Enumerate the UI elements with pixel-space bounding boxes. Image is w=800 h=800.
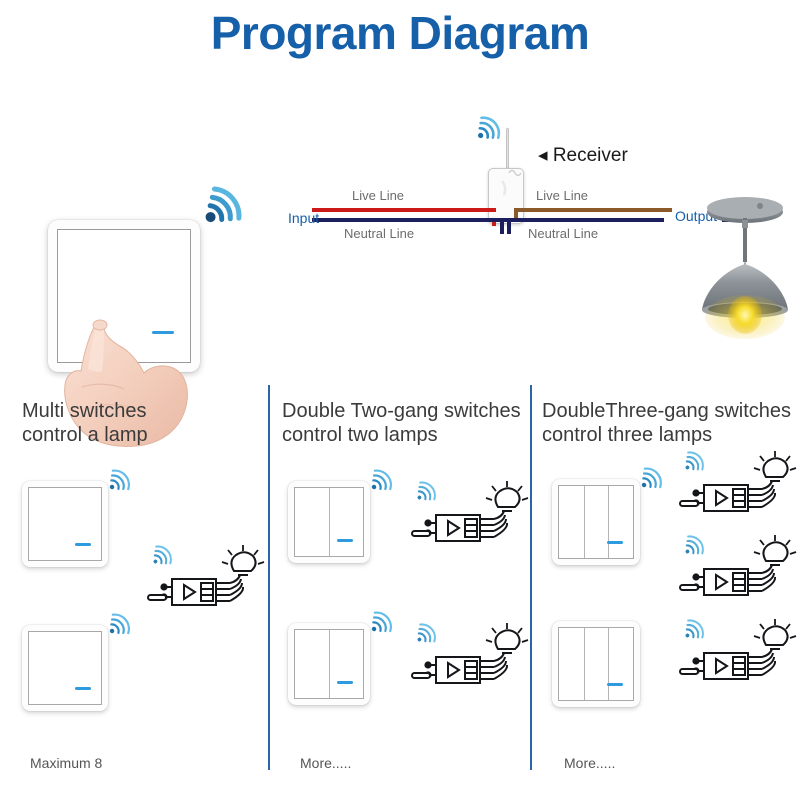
pendant-lamp-icon [690,178,800,339]
switch-face [28,487,102,561]
receiver-callout: ◂ Receiver [538,144,628,167]
wifi-signal-icon [366,611,392,635]
receiver-bulb-module [410,623,529,701]
wifi-signal-icon [366,469,392,493]
switch-face [294,629,364,699]
column-footer: More..... [300,755,352,771]
output-neutral-label: Neutral Line [528,226,599,241]
column-divider-1 [268,385,270,770]
module-wifi-icon [680,619,704,641]
input-live-label: Live Line [352,188,405,203]
receiver-neutral-pin-a [500,220,504,234]
receiver-bulb-module [410,481,529,559]
three-gang-switch-1[interactable] [552,479,640,565]
receiver-wifi-icon [472,116,501,142]
switch-led-indicator [337,681,353,684]
gang-divider [329,630,330,698]
sidebar-switch-1[interactable] [22,481,108,567]
column-divider-2 [530,385,532,770]
receiver-bulb-module [678,619,797,697]
sidebar-switch-2[interactable] [22,625,108,711]
output-neutral-wire [504,218,664,222]
column-footer: Maximum 8 [30,755,103,771]
output-live-wire [514,208,677,212]
switch-face [294,487,364,557]
switch-led-indicator [152,331,174,334]
output-live-label: Live Line [536,188,589,203]
hero-section: ◂ Receiver Input Live Line Neutral Line [0,80,800,447]
column-heading: Double Two-gang switches control two lam… [282,400,521,446]
column-multi-switches: Multi switches control a lamp [0,385,268,800]
wifi-signal-icon [196,184,242,228]
switch-led-indicator [75,687,91,690]
wifi-signal-icon [104,613,130,637]
two-gang-switch-2[interactable] [288,623,370,705]
switch-led-indicator [607,541,623,544]
receiver-bulb-module [678,535,797,613]
columns-section: Multi switches control a lamp [0,385,800,800]
receiver-output-live-pin [514,208,518,222]
gang-divider [608,486,610,558]
switch-face [558,485,634,559]
receiver-live-pin [492,222,496,226]
module-wifi-icon [680,451,704,473]
receiver-bulb-module [678,451,797,529]
column-footer: More..... [564,755,616,771]
wifi-signal-icon [104,469,130,493]
module-wifi-icon [412,623,436,645]
hand-pressing-icon [60,317,200,447]
switch-face [558,627,634,701]
switch-led-indicator [75,543,91,546]
module-wifi-icon [148,545,172,567]
switch-led-indicator [337,539,353,542]
input-live-wire [312,208,496,212]
gang-divider [608,628,610,700]
gang-divider [329,488,330,556]
input-neutral-wire [312,218,504,222]
receiver-module [488,168,524,224]
column-two-gang: Double Two-gang switches control two lam… [268,385,530,800]
receiver-bulb-module [146,545,265,623]
switch-face [28,631,102,705]
receiver-arrow-icon: ◂ [538,145,548,166]
receiver-antenna-icon [506,128,509,170]
column-heading: DoubleThree-gang switches control three … [542,400,792,446]
wiring-diagram: ◂ Receiver Input Live Line Neutral Line [288,100,790,360]
receiver-label: Receiver [552,145,628,166]
wifi-signal-icon [636,467,662,491]
gang-divider [583,628,585,700]
input-label: Input [288,210,320,226]
output-label: Output [672,208,721,224]
two-gang-switch-1[interactable] [288,481,370,563]
column-heading: Multi switches control a lamp [22,400,148,446]
three-gang-switch-2[interactable] [552,621,640,707]
module-wifi-icon [680,535,704,557]
column-three-gang: DoubleThree-gang switches control three … [530,385,800,800]
hero-wall-switch[interactable] [48,220,200,372]
page-title: Program Diagram [210,7,590,59]
switch-led-indicator [607,683,623,686]
input-neutral-label: Neutral Line [344,226,415,241]
module-wifi-icon [412,481,436,503]
switch-face [57,229,191,363]
gang-divider [583,486,585,558]
receiver-neutral-pin-b [507,220,511,234]
